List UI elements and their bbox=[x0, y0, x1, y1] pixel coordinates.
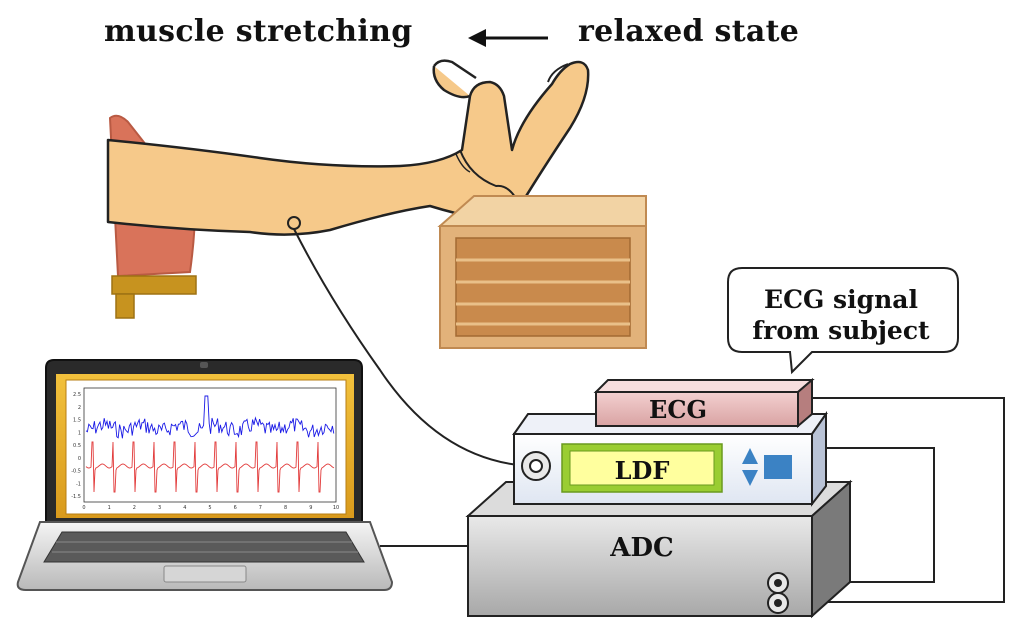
plot-y-tick: 1.5 bbox=[73, 418, 81, 424]
plot-x-tick: 1 bbox=[108, 505, 111, 511]
ecg-callout-text: ECG signal from subject bbox=[724, 284, 958, 346]
plot-x-tick: 3 bbox=[158, 505, 161, 511]
wooden-crate bbox=[437, 195, 647, 349]
plot-x-tick: 4 bbox=[183, 505, 186, 511]
header-right-label: relaxed state bbox=[578, 14, 800, 49]
touchpad bbox=[163, 565, 247, 583]
ldf-label: LDF bbox=[615, 456, 670, 485]
plot-x-tick: 7 bbox=[259, 505, 262, 511]
plot-y-tick: -1.5 bbox=[71, 494, 81, 500]
plot-y-tick: -1 bbox=[76, 481, 81, 487]
webcam-icon bbox=[200, 362, 208, 368]
ldf-device bbox=[512, 410, 828, 507]
plot-y-tick: 2.5 bbox=[73, 392, 81, 398]
up-arrow-icon bbox=[742, 448, 758, 464]
arrow-left-icon bbox=[468, 29, 548, 47]
cables bbox=[293, 228, 1005, 603]
plot-x-tick: 0 bbox=[82, 505, 85, 511]
plot-y-tick: 0 bbox=[78, 456, 81, 462]
ldf-cable bbox=[792, 447, 935, 583]
header-left-label: muscle stretching bbox=[104, 14, 413, 49]
plot-x-tick: 5 bbox=[208, 505, 211, 511]
ecg-cable bbox=[792, 397, 1005, 603]
down-arrow-icon bbox=[742, 470, 758, 486]
ecg-callout-line2: from subject bbox=[752, 316, 930, 345]
plot-x-tick: 8 bbox=[284, 505, 287, 511]
plot-blue-trace bbox=[85, 395, 335, 439]
adc-label: ADC bbox=[609, 533, 673, 563]
plot-y-tick: 0.5 bbox=[73, 443, 81, 449]
plot-x-tick: 9 bbox=[309, 505, 312, 511]
leg-illustration bbox=[106, 59, 590, 236]
ecg-device bbox=[593, 377, 815, 429]
ecg-label: ECG bbox=[649, 395, 707, 424]
plot-y-tick: 1 bbox=[78, 430, 81, 436]
ecg-callout-bubble bbox=[727, 267, 959, 375]
ecg-callout-line1: ECG signal bbox=[764, 285, 918, 314]
plot-x-tick: 6 bbox=[234, 505, 237, 511]
plot-x-tick: 2 bbox=[133, 505, 136, 511]
plot-axes bbox=[83, 387, 337, 503]
square-button-icon bbox=[764, 455, 792, 479]
plot-red-trace bbox=[85, 441, 335, 493]
plot-y-tick: -0.5 bbox=[71, 469, 81, 475]
plot-x-tick: 10 bbox=[333, 505, 339, 511]
plot-y-tick: 2 bbox=[78, 405, 81, 411]
ldf-probe-cable bbox=[293, 228, 529, 467]
